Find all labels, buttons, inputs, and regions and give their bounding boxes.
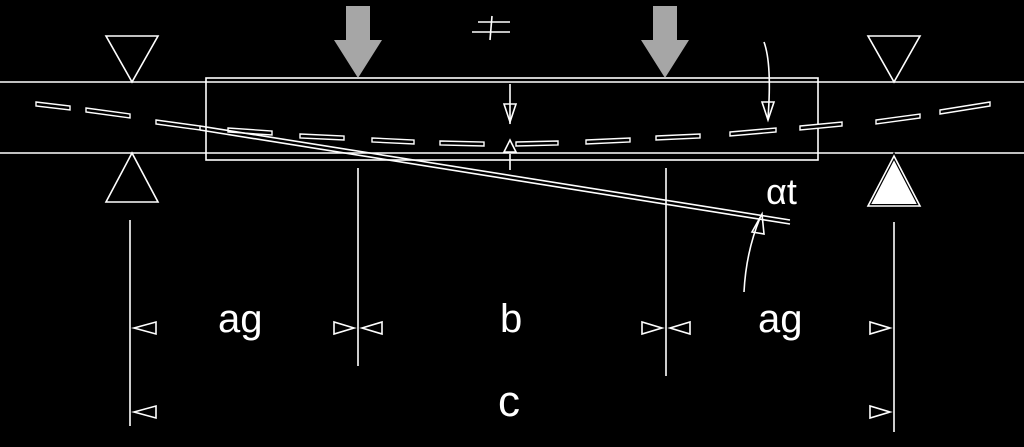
left-support-bottom-icon [104,151,160,203]
label-c: c [498,377,520,426]
centerline-symbol-icon [472,15,510,41]
label-b: b [500,297,522,341]
dimension-reference-lines [129,168,895,432]
beam [0,77,1024,161]
midspan-deflection-marker [502,84,518,170]
left-load-arrow-icon [334,6,382,78]
label-alpha-t: αt [766,171,797,212]
right-support-bottom-icon [864,151,924,208]
rotation-arrow [743,211,765,293]
end-deflection-arrow [760,41,776,123]
right-support-top-icon [866,35,922,84]
rotation-tangent-line [199,125,791,225]
dimension-arrow-marks [130,320,893,420]
label-ag-right: ag [758,297,803,341]
deflection-curve [35,101,991,147]
label-ag-left: ag [218,297,263,341]
right-load-arrow-icon [641,6,689,78]
left-support-top-icon [104,35,160,84]
